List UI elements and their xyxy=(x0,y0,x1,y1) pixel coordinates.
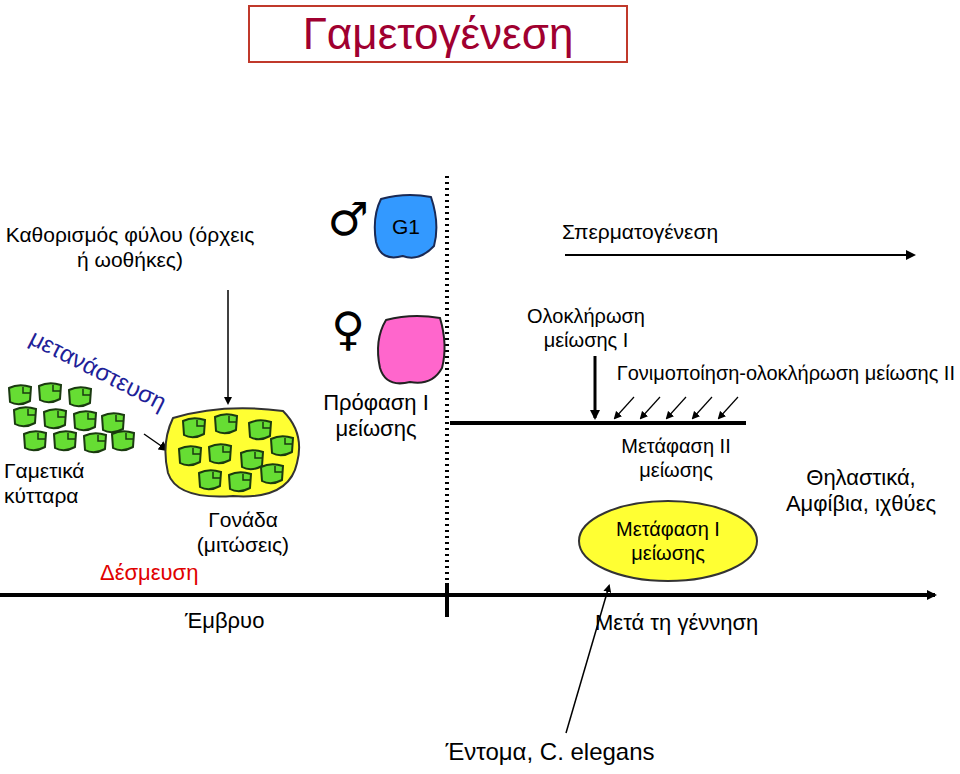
sex-determination-note: Καθορισμός φύλου (όρχεις ή ωοθήκες) xyxy=(5,223,255,273)
oocyte-cell xyxy=(378,316,445,383)
node-text: Μετάφαση Ι μείωσης xyxy=(598,517,738,565)
gonad: Γονάδα (μιτώσεις) xyxy=(163,403,303,501)
migration-label: μετανάστευση xyxy=(15,318,181,421)
migration-arrow xyxy=(144,434,167,450)
metaphase-i-ellipse-outline xyxy=(578,500,758,582)
after-birth-label: Μετά τη γέννηση xyxy=(595,610,835,636)
axis-tick xyxy=(445,583,449,617)
metaphase-ii-label: Μετάφαση ΙΙ μείωσης xyxy=(595,435,757,482)
female-symbol: ♀ xyxy=(326,306,370,352)
timeline-arrow xyxy=(565,254,914,256)
time-axis xyxy=(0,593,935,597)
species-group-label: Θηλαστικά, Αμφίβια, ιχθύες xyxy=(772,465,950,517)
g1-cell: G1 xyxy=(373,193,439,261)
species-group-label: Έντομα, C. elegans xyxy=(395,738,705,766)
arrest-line xyxy=(450,421,746,425)
meiosis-completion-label: Ολοκλήρωση μείωσης Ι xyxy=(500,305,672,352)
leader-arrow xyxy=(227,290,229,403)
gonad-outline xyxy=(163,403,303,501)
fertilisation-label: Γονιμοποίηση-ολοκλήρωση μείωσης ΙΙ xyxy=(613,362,955,386)
male-symbol: ♂ xyxy=(326,196,370,242)
spermatogenesis-label: Σπερματογένεση xyxy=(562,220,792,245)
commitment-label: Δέσμευση xyxy=(100,560,250,586)
node-text: Γονάδα (μιτώσεις) xyxy=(163,507,323,557)
leader-arrow xyxy=(566,586,609,733)
node-text: Γαμετικά κύτταρα xyxy=(4,458,129,508)
fertilisation-arrows xyxy=(615,397,738,418)
metaphase-i-ellipse: Μετάφαση Ι μείωσης xyxy=(578,500,758,582)
leader-arrow xyxy=(594,356,597,418)
embryo-label: Έμβρυο xyxy=(185,608,315,634)
diagram-title: Γαμετογένεση xyxy=(248,5,628,63)
prophase-label: Πρόφαση Ι μείωσης xyxy=(302,390,450,442)
node-text: G1 xyxy=(381,214,431,239)
birth-divider xyxy=(445,176,449,590)
